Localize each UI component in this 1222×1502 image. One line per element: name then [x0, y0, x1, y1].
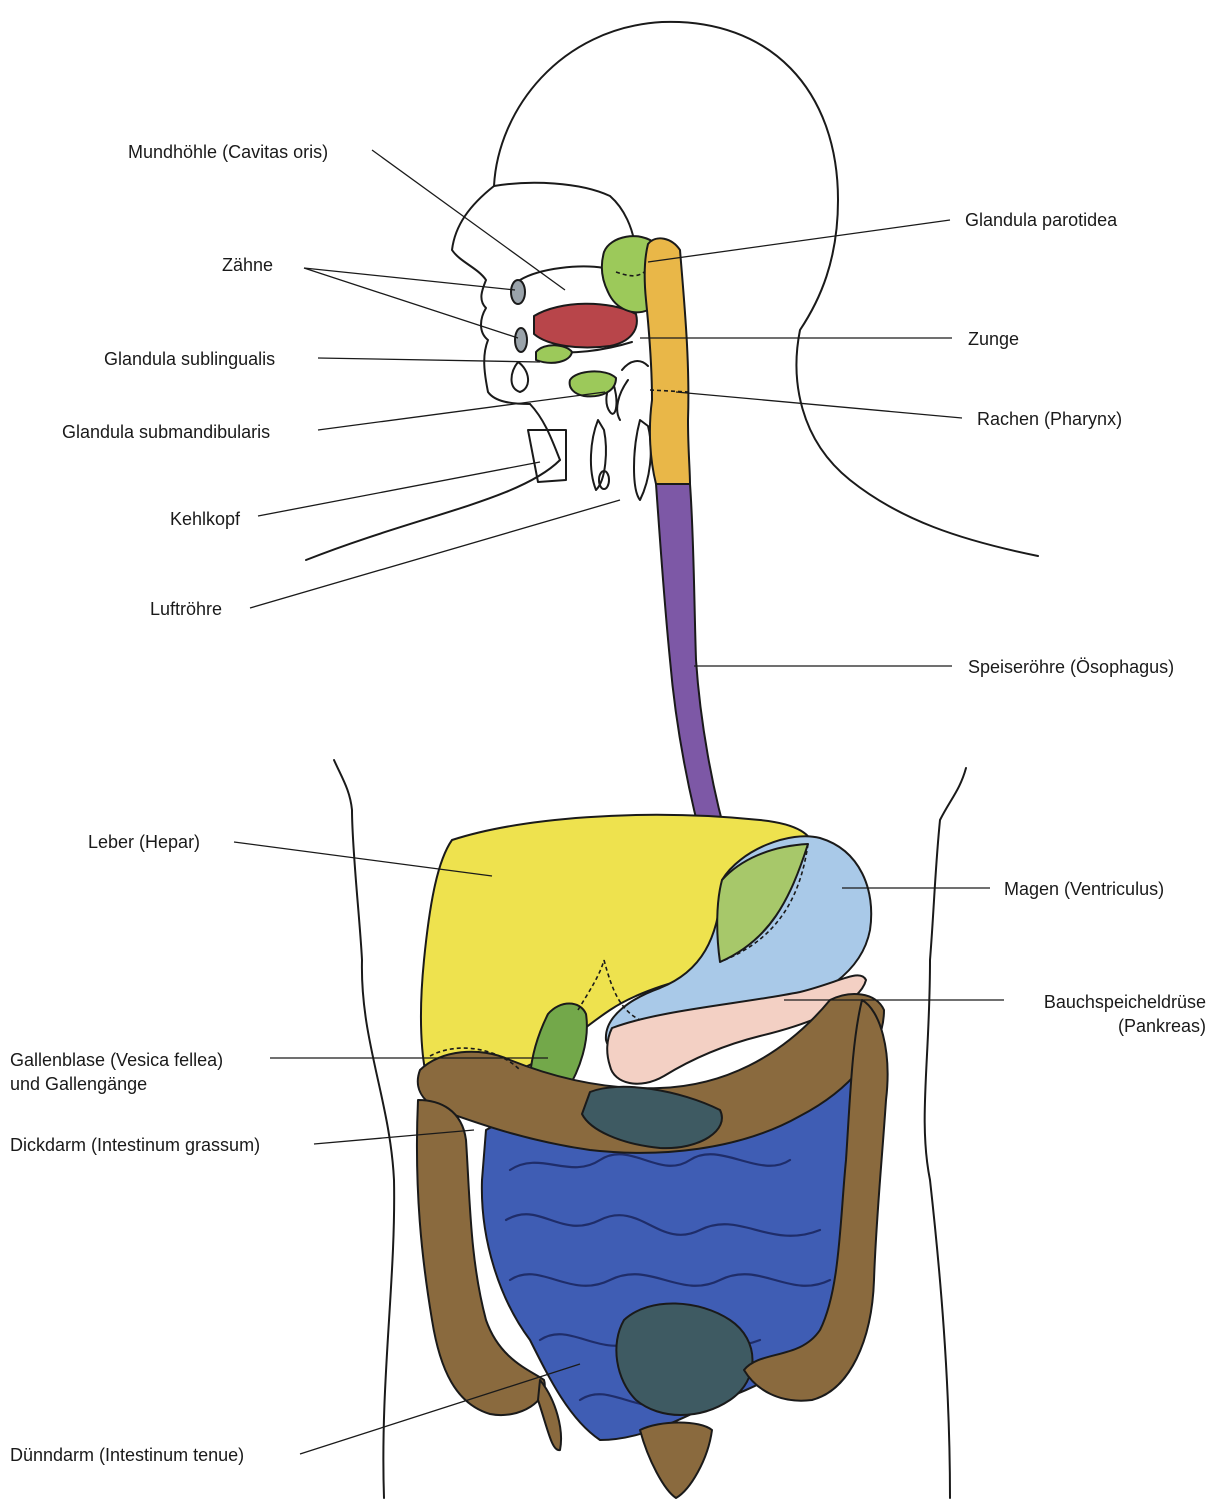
label-parotidea: Glandula parotidea: [965, 210, 1118, 230]
label-magen: Magen (Ventriculus): [1004, 879, 1164, 899]
leader-kehlkopf: [258, 462, 540, 516]
leader-submandibularis: [318, 392, 605, 430]
label-dickdarm: Dickdarm (Intestinum grassum): [10, 1135, 260, 1155]
leader-rachen: [676, 392, 962, 418]
label-submandibularis: Glandula submandibularis: [62, 422, 270, 442]
label-leber: Leber (Hepar): [88, 832, 200, 852]
label-rachen: Rachen (Pharynx): [977, 409, 1122, 429]
label-mundhoehle: Mundhöhle (Cavitas oris): [128, 142, 328, 162]
label-galle-line2: und Gallengänge: [10, 1074, 147, 1094]
label-kehlkopf: Kehlkopf: [170, 509, 241, 529]
label-pankreas-line1: Bauchspeicheldrüse: [1044, 992, 1206, 1012]
label-luftroehre: Luftröhre: [150, 599, 222, 619]
lower-tooth-icon: [515, 328, 527, 352]
leader-duenndarm: [300, 1364, 580, 1454]
label-duenndarm: Dünndarm (Intestinum tenue): [10, 1445, 244, 1465]
upper-tooth-icon: [511, 280, 525, 304]
rectum-shape: [640, 1423, 712, 1499]
label-zaehne: Zähne: [222, 255, 273, 275]
mouth-organs: [534, 236, 659, 396]
tongue-shape: [534, 304, 637, 348]
sublingual-gland-shape: [536, 345, 572, 363]
leader-sublingualis: [318, 358, 540, 362]
label-zunge: Zunge: [968, 329, 1019, 349]
pharynx-esophagus: [645, 238, 730, 856]
pharynx-shape: [645, 238, 690, 484]
esophagus-shape: [656, 484, 730, 856]
label-galle-line1: Gallenblase (Vesica fellea): [10, 1050, 223, 1070]
label-sublingualis: Glandula sublingualis: [104, 349, 275, 369]
label-speiseroehre: Speiseröhre (Ösophagus): [968, 657, 1174, 677]
leader-parotidea: [648, 220, 950, 262]
label-pankreas-line2: (Pankreas): [1118, 1016, 1206, 1036]
submandibular-gland-shape: [570, 371, 616, 396]
leader-mundhoehle: [372, 150, 565, 290]
